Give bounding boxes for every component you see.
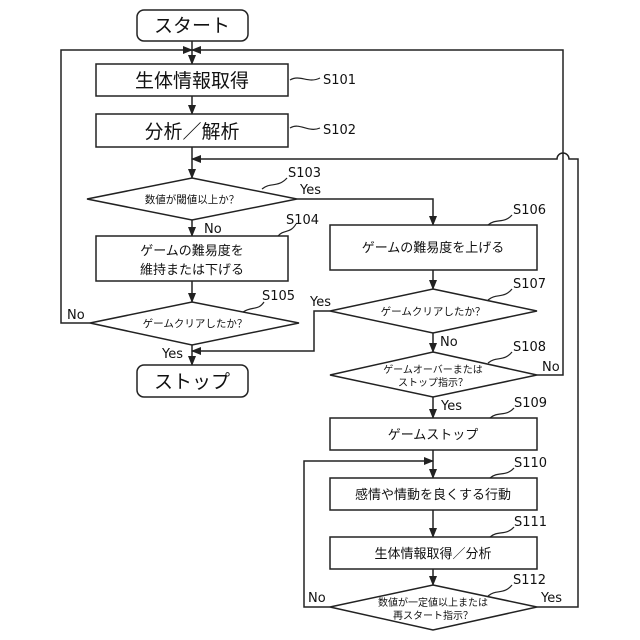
s112-leader xyxy=(488,585,512,596)
s108-leader xyxy=(488,352,512,363)
s106-step: S106 xyxy=(513,203,546,218)
s108-label-line2: ストップ指示？ xyxy=(398,376,468,389)
s101-label: 生体情報取得 xyxy=(135,70,249,92)
s109-step: S109 xyxy=(514,396,547,411)
s111-leader xyxy=(490,527,514,537)
s103-label: 数値が閾値以上か？ xyxy=(145,193,240,206)
s106-label: ゲームの難易度を上げる xyxy=(362,240,505,256)
s111-step: S111 xyxy=(514,515,547,530)
s101-leader xyxy=(290,78,320,80)
s103-leader xyxy=(262,178,287,189)
s107-yes-label: Yes xyxy=(309,295,331,310)
s105-label: ゲームクリアしたか？ xyxy=(143,318,248,330)
s103-no-label: No xyxy=(204,222,222,237)
s107-label: ゲームクリアしたか？ xyxy=(381,306,486,318)
s110-step: S110 xyxy=(514,456,547,471)
s101-step: S101 xyxy=(323,73,356,88)
s110-label: 感情や情動を良くする行動 xyxy=(355,487,511,503)
s104-label-line1: ゲームの難易度を xyxy=(140,243,244,259)
s107-no-label: No xyxy=(440,335,458,350)
s108-yes-label: Yes xyxy=(440,399,462,414)
s112-label-line2: 再スタート指示？ xyxy=(393,609,473,622)
s103-step: S103 xyxy=(288,166,321,181)
s105-step: S105 xyxy=(262,289,295,304)
s109-label: ゲームストップ xyxy=(388,428,479,443)
s107-leader xyxy=(488,289,512,300)
s112-no-label: No xyxy=(308,591,326,606)
s108-step: S108 xyxy=(513,340,546,355)
s110-leader xyxy=(490,468,514,478)
s112-step: S112 xyxy=(513,573,546,588)
s111-label: 生体情報取得／分析 xyxy=(374,546,491,562)
s112-label-line1: 数値が一定値以上または xyxy=(378,596,488,609)
s105-leader xyxy=(243,302,264,312)
s102-leader xyxy=(290,126,320,129)
s106-leader xyxy=(488,215,512,225)
start-label: スタート xyxy=(154,15,230,37)
s107-step: S107 xyxy=(513,277,546,292)
s112-yes-label: Yes xyxy=(540,591,562,606)
s109-leader xyxy=(490,408,514,418)
s108-no-label: No xyxy=(542,360,560,375)
s103-yes-label: Yes xyxy=(299,183,321,198)
s102-label: 分析／解析 xyxy=(144,121,239,143)
s102-step: S102 xyxy=(323,123,356,138)
s108-label-line1: ゲームオーバーまたは xyxy=(383,364,483,376)
s104-step: S104 xyxy=(286,213,319,228)
stop-label: ストップ xyxy=(154,371,230,393)
s105-no-label: No xyxy=(67,308,85,323)
s105-yes-label: Yes xyxy=(161,347,183,362)
s104-label-line2: 維持または下げる xyxy=(140,263,244,278)
